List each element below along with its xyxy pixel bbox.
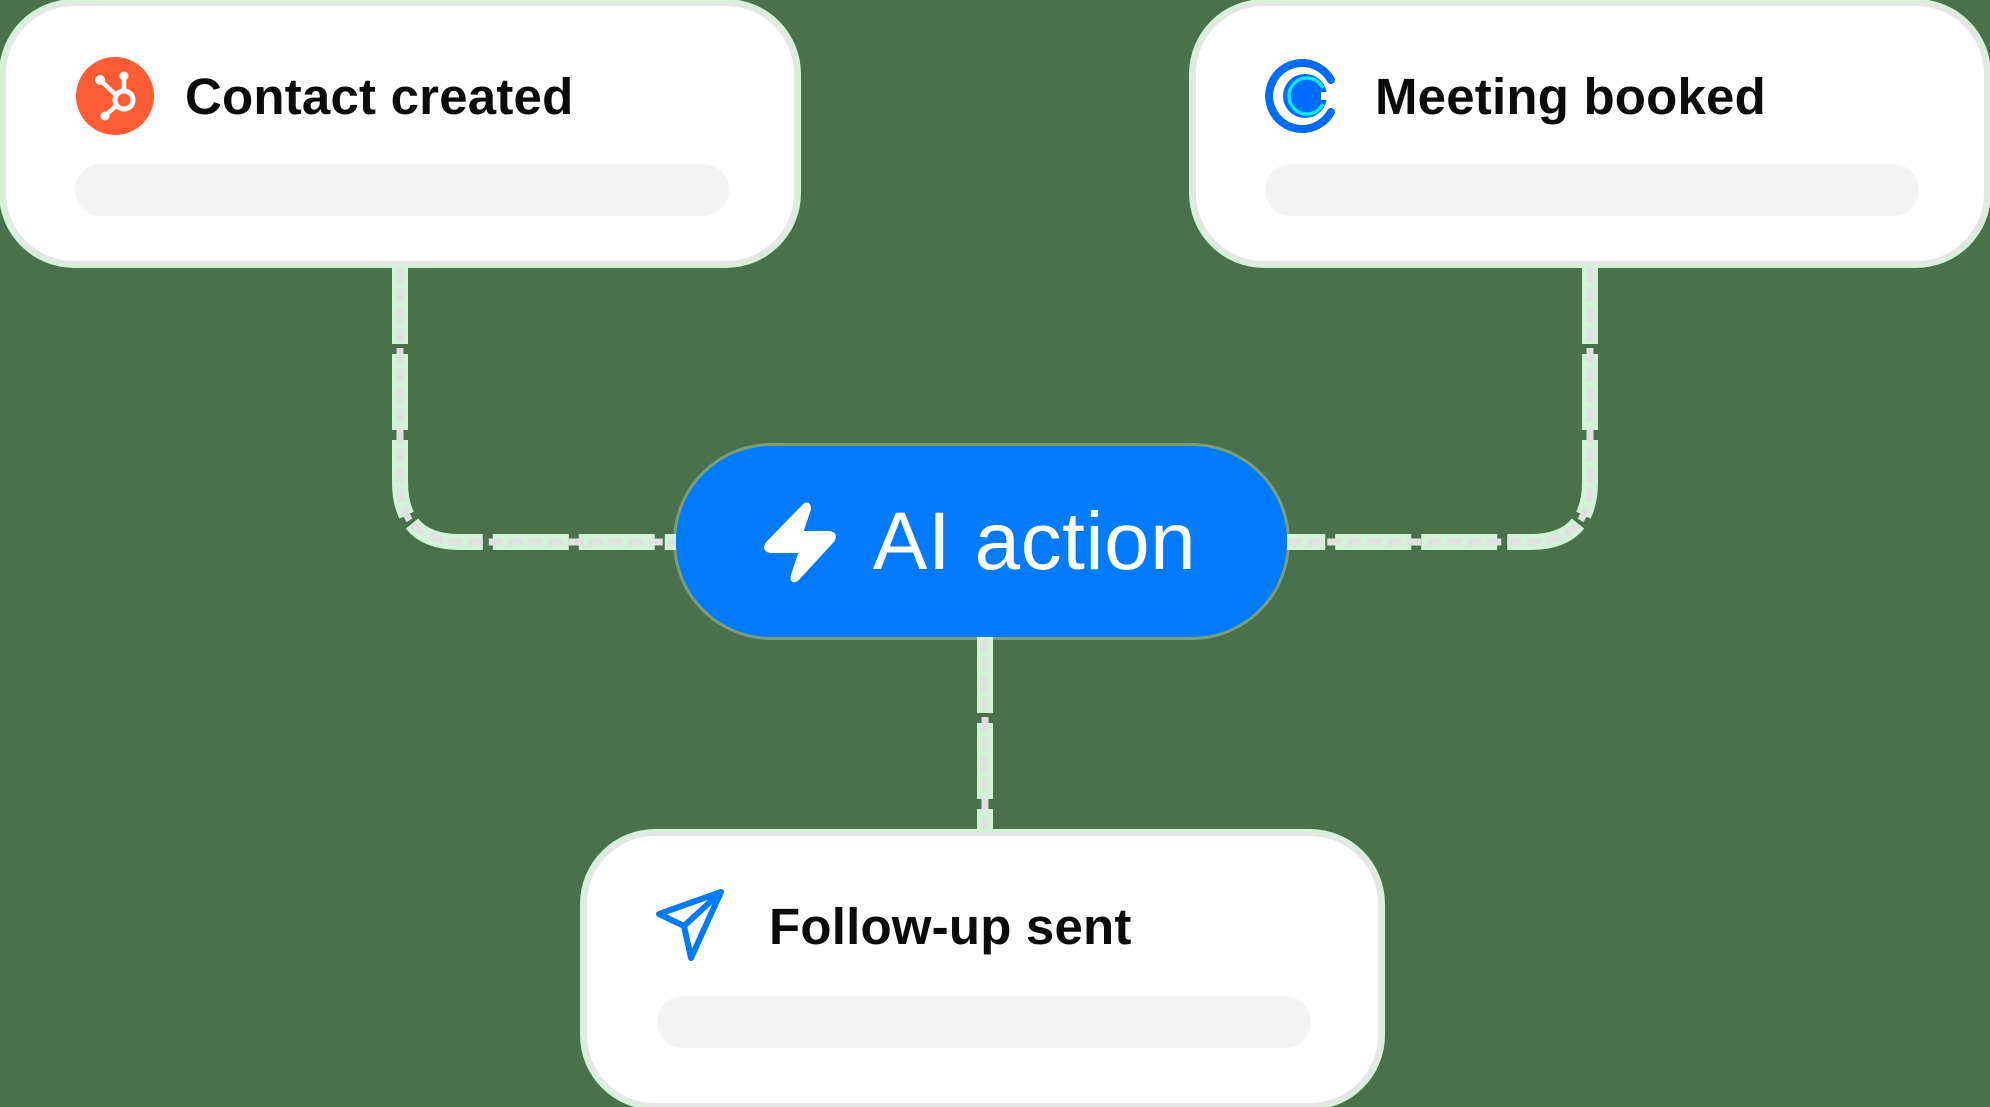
trigger-card-contact-created[interactable]: Contact created bbox=[2, 2, 798, 265]
output-card-follow-up-sent[interactable]: Follow-up sent bbox=[583, 832, 1382, 1107]
ai-action-label: AI action bbox=[872, 495, 1197, 587]
output-title: Follow-up sent bbox=[769, 897, 1132, 955]
paper-plane-send-icon bbox=[651, 886, 729, 966]
trigger-card-meeting-booked[interactable]: Meeting booked bbox=[1192, 2, 1988, 265]
lightning-bolt-icon bbox=[761, 501, 837, 583]
connector-contact-to-action bbox=[392, 268, 676, 550]
trigger-title: Contact created bbox=[185, 67, 574, 125]
trigger-detail-placeholder bbox=[75, 164, 729, 216]
hubspot-icon bbox=[75, 56, 155, 136]
calendly-icon bbox=[1265, 56, 1345, 136]
connector-meeting-to-action bbox=[1287, 268, 1598, 550]
output-detail-placeholder bbox=[657, 996, 1311, 1048]
trigger-detail-placeholder bbox=[1265, 164, 1919, 216]
trigger-title: Meeting booked bbox=[1375, 67, 1766, 125]
ai-action-node[interactable]: AI action bbox=[676, 446, 1287, 637]
